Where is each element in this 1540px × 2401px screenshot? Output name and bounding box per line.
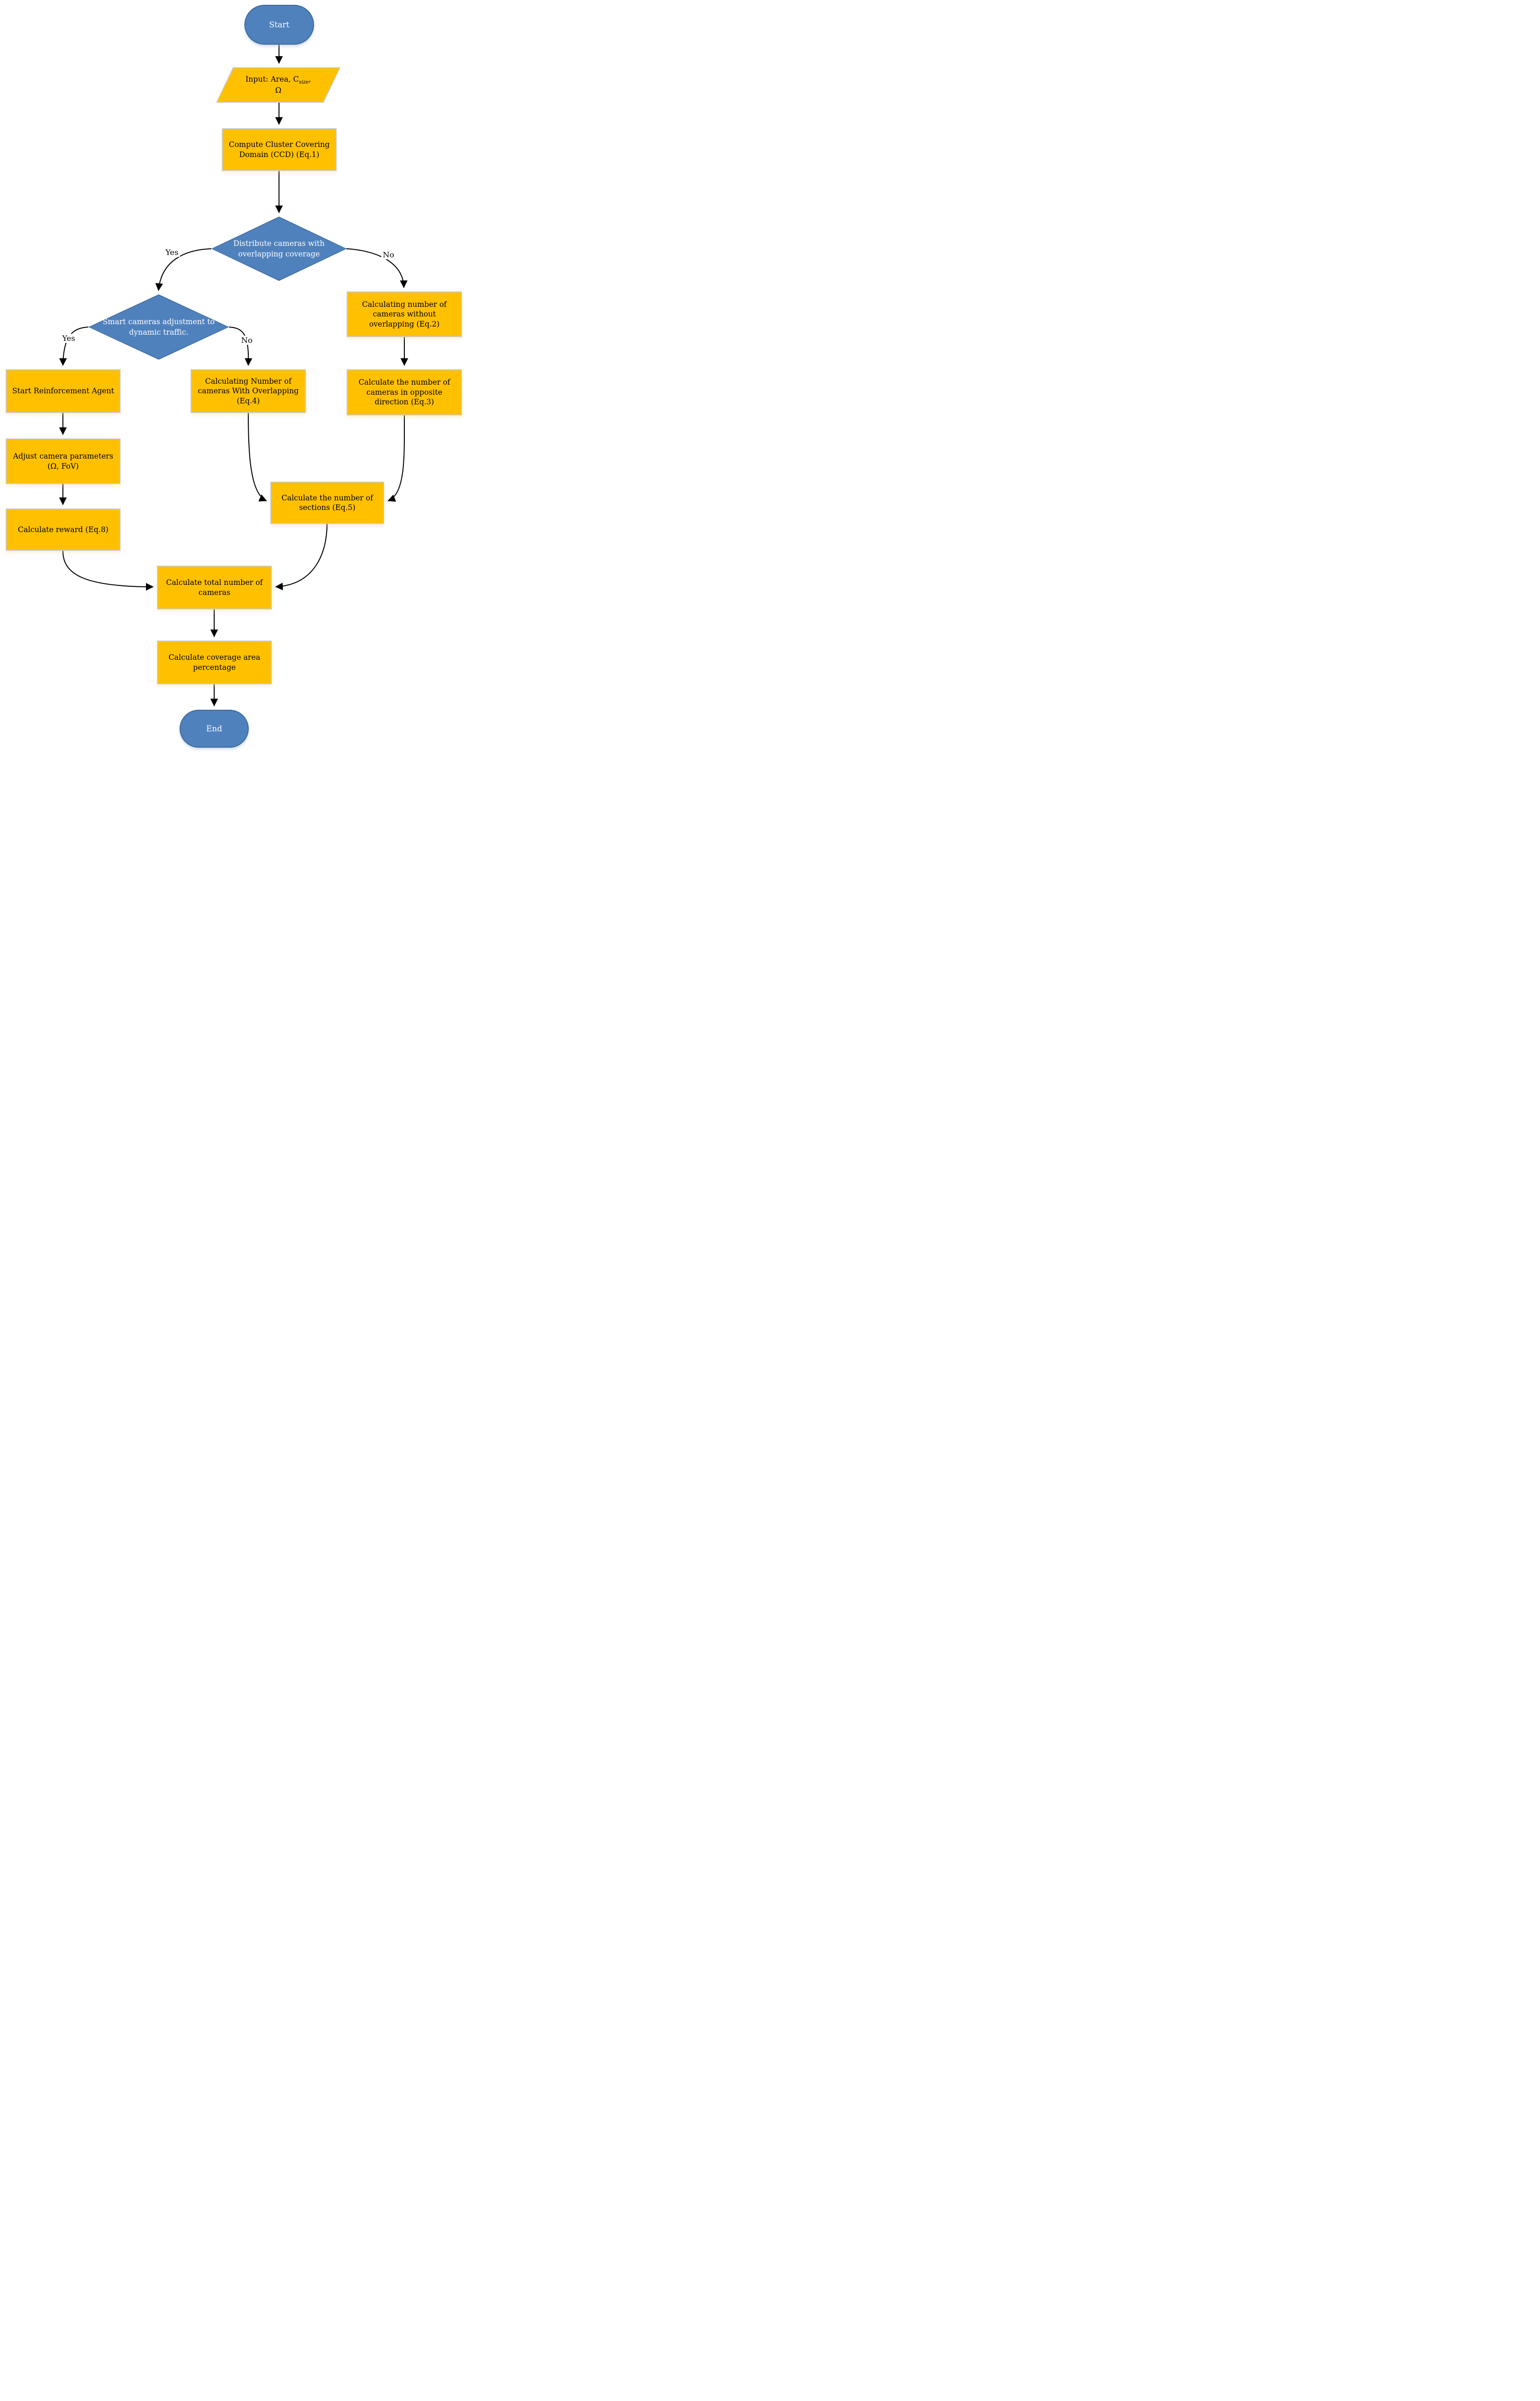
ccd-label: Compute Cluster Covering Domain (CCD) (E… [229, 140, 330, 159]
reward-label: Calculate reward (Eq.8) [18, 525, 109, 534]
flowchart-canvas: Start Input: Area, Csize, Ω Compute Clus… [0, 0, 471, 761]
node-total-number-of-cameras: Calculate total number of cameras [157, 566, 272, 609]
edge-d1-yes-d2 [155, 248, 212, 291]
decision2-label: Smart cameras adjustment to dynamic traf… [102, 317, 215, 337]
edge-reward-total [62, 550, 154, 591]
adjust-label: Adjust camera parameters (Ω, FoV) [13, 452, 113, 471]
eq5-label: Calculate the number of sections (Eq.5) [281, 493, 373, 512]
node-number-of-sections: Calculate the number of sections (Eq.5) [270, 482, 384, 524]
node-input-io: Input: Area, Csize, Ω [216, 67, 340, 103]
node-coverage-area-percentage: Calculate coverage area percentage [157, 641, 272, 684]
start-label: Start [269, 20, 290, 29]
edge-label-d2-yes: Yes [61, 334, 77, 343]
edge-eq3-eq5 [388, 415, 405, 502]
node-start-reinforcement-agent: Start Reinforcement Agent [6, 369, 121, 413]
node-decision-overlapping-coverage: Distribute cameras with overlapping cove… [211, 217, 347, 281]
node-compute-ccd: Compute Cluster Covering Domain (CCD) (E… [222, 128, 337, 171]
input-label: Input: Area, Csize, Ω [245, 74, 311, 95]
decision1-label: Distribute cameras with overlapping cove… [233, 239, 325, 258]
edge-d2-no-eq4 [229, 327, 253, 366]
node-cameras-opposite-direction: Calculate the number of cameras in oppos… [347, 369, 462, 415]
node-cameras-without-overlapping: Calculating number of cameras without ov… [347, 291, 462, 337]
node-start-terminal: Start [244, 5, 314, 45]
sra-label: Start Reinforcement Agent [12, 387, 114, 396]
node-calculate-reward: Calculate reward (Eq.8) [6, 509, 121, 551]
coverage-label: Calculate coverage area percentage [169, 653, 260, 672]
node-decision-smart-adjustment: Smart cameras adjustment to dynamic traf… [88, 294, 229, 360]
node-end-terminal: End [180, 710, 249, 748]
edge-label-d1-yes: Yes [164, 248, 180, 257]
eq2-label: Calculating number of cameras without ov… [362, 300, 447, 328]
node-cameras-with-overlapping: Calculating Number of cameras With Overl… [191, 369, 306, 413]
eq3-label: Calculate the number of cameras in oppos… [358, 378, 450, 407]
edge-label-d1-no: No [381, 250, 396, 259]
end-label: End [206, 724, 222, 733]
edge-eq5-total [275, 523, 327, 591]
node-adjust-camera-parameters: Adjust camera parameters (Ω, FoV) [6, 438, 121, 484]
edge-eq4-eq5 [248, 412, 267, 502]
edge-label-d2-no: No [240, 336, 254, 345]
edge-d2-yes-sra [59, 327, 89, 366]
eq4-label: Calculating Number of cameras With Overl… [197, 376, 299, 405]
total-label: Calculate total number of cameras [166, 578, 263, 597]
input-parallelogram-fill [217, 68, 340, 102]
